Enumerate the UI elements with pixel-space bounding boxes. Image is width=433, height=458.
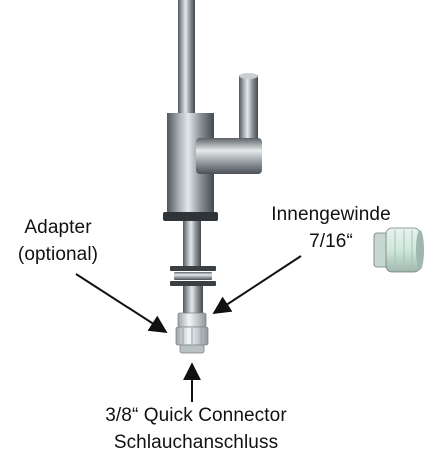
base-ring: [163, 212, 218, 221]
arrow-icon-thread: [212, 255, 302, 314]
thread-label-line2: 7/16“: [309, 231, 353, 252]
shank: [183, 221, 201, 271]
adapter-label-line2: (optional): [17, 244, 99, 265]
faucet-arm: [196, 138, 262, 174]
thread-label-line1: Innengewinde: [271, 204, 391, 225]
thread-label: Innengewinde 7/16“: [268, 204, 394, 253]
handle-lever: [239, 75, 258, 155]
collet: [179, 344, 205, 354]
washer-3: [170, 281, 216, 286]
connector-label: 3/8“ Quick Connector Schlauchanschluss: [46, 405, 346, 454]
handle-top: [239, 73, 258, 79]
push-fit-fitting-icon: [373, 227, 424, 273]
arrow-icon-adapter: [75, 273, 168, 333]
adapter-label-line1: Adapter: [24, 217, 92, 238]
connector-label-line2: Schlauchanschluss: [113, 432, 279, 453]
faucet-icon: [163, 0, 262, 314]
adapter-upper: [177, 312, 207, 328]
washer-2: [174, 272, 212, 280]
adapter-label: Adapter (optional): [8, 217, 108, 266]
quick-connector-fitting: [175, 312, 209, 354]
spout-tube: [178, 0, 195, 115]
washer-1: [170, 266, 216, 271]
connector-label-line1: 3/8“ Quick Connector: [105, 405, 287, 426]
lower-tube: [183, 286, 203, 314]
